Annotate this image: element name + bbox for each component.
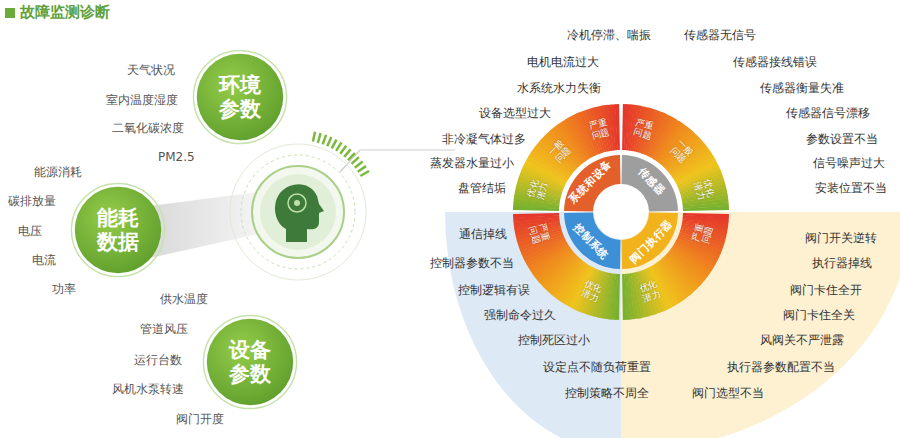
fault-item: 传感器无信号 bbox=[684, 27, 756, 44]
fault-item: 阀门选型不当 bbox=[692, 385, 764, 402]
tick-mark bbox=[313, 132, 315, 142]
tick-mark bbox=[352, 157, 359, 164]
tick-mark bbox=[348, 153, 355, 160]
parameter-item: 供水温度 bbox=[160, 291, 208, 308]
brain-icon bbox=[288, 194, 306, 212]
ring-hole bbox=[594, 185, 648, 239]
fault-item: 参数设置不当 bbox=[806, 131, 878, 148]
fault-item: 盘管结垢 bbox=[458, 180, 506, 197]
parameter-item: 电压 bbox=[18, 223, 42, 240]
parameter-item: 管道风压 bbox=[140, 321, 188, 338]
brain-icon bbox=[294, 200, 300, 206]
yellow-panel bbox=[621, 212, 900, 438]
parameter-item: 电流 bbox=[32, 252, 56, 269]
fault-item: 信号噪声过大 bbox=[813, 155, 885, 172]
ring-band bbox=[513, 206, 559, 211]
fault-item: 非冷凝气体过多 bbox=[442, 131, 526, 148]
fault-item: 水系统水力失衡 bbox=[517, 80, 601, 97]
fault-item: 阀门开关逆转 bbox=[805, 230, 877, 247]
parameter-item: 室内温度湿度 bbox=[106, 92, 178, 109]
tick-mark bbox=[340, 146, 346, 154]
ring-band bbox=[683, 213, 729, 218]
parameter-item: 碳排放量 bbox=[8, 193, 56, 210]
fault-item: 设备选型过大 bbox=[479, 105, 551, 122]
fault-item: 设定点不随负荷重置 bbox=[543, 359, 651, 376]
circle-fill bbox=[197, 54, 283, 140]
parameter-item: 风机水泵转速 bbox=[112, 381, 184, 398]
fault-item: 控制死区过小 bbox=[518, 332, 590, 349]
ring-band bbox=[622, 104, 627, 150]
fault-item: 传感器接线错误 bbox=[733, 54, 817, 71]
fault-item: 安装位置不当 bbox=[815, 180, 887, 197]
parameter-item: 能源消耗 bbox=[34, 164, 82, 181]
fault-item: 阀门卡住全开 bbox=[790, 282, 862, 299]
fault-item: 传感器衡量失准 bbox=[760, 80, 844, 97]
fault-item: 蒸发器水量过小 bbox=[430, 155, 514, 172]
fault-item: 电机电流过大 bbox=[527, 54, 599, 71]
head-ring bbox=[230, 144, 366, 280]
title-square bbox=[5, 8, 15, 18]
tick-mark bbox=[327, 137, 331, 146]
fault-item: 控制器参数不当 bbox=[430, 255, 514, 272]
tick-mark bbox=[355, 162, 363, 168]
diagram-title: 故障监测诊断 bbox=[20, 3, 110, 22]
ring-art bbox=[313, 104, 729, 320]
fault-item: 通信掉线 bbox=[459, 226, 507, 243]
circle-title: 环境参数 bbox=[218, 73, 262, 121]
tick-mark bbox=[336, 142, 341, 150]
tick-mark bbox=[358, 166, 366, 172]
tick-mark bbox=[360, 171, 369, 176]
parameter-circle: 设备参数 bbox=[202, 314, 298, 410]
head-icon bbox=[275, 184, 324, 242]
parameter-circle: 能耗数据 bbox=[70, 182, 166, 278]
circle-outline bbox=[193, 50, 286, 143]
parameter-item: 功率 bbox=[52, 281, 76, 298]
parameter-item: 阀门开度 bbox=[176, 411, 224, 428]
fault-item: 风阀关不严泄露 bbox=[760, 332, 844, 349]
head-disc bbox=[260, 174, 336, 250]
parameter-item: PM2.5 bbox=[158, 150, 195, 164]
fault-item: 强制命令过久 bbox=[484, 307, 556, 324]
tick-mark bbox=[318, 133, 321, 143]
parameter-item: 天气状况 bbox=[127, 62, 175, 79]
head-ring bbox=[241, 155, 355, 269]
circle-outline bbox=[71, 183, 164, 276]
fault-item: 控制策略不周全 bbox=[565, 385, 649, 402]
circle-fill bbox=[75, 187, 161, 273]
fault-item: 执行器掉线 bbox=[812, 255, 872, 272]
circle-title: 能耗数据 bbox=[96, 206, 140, 254]
tick-mark bbox=[323, 135, 326, 144]
tick-mark bbox=[344, 149, 350, 157]
circle-fill bbox=[207, 319, 293, 405]
parameter-item: 二氧化碳浓度 bbox=[112, 120, 184, 137]
circle-title: 设备参数 bbox=[228, 338, 272, 386]
fault-item: 传感器信号漂移 bbox=[786, 105, 870, 122]
blue-panel bbox=[445, 212, 621, 438]
fault-item: 控制逻辑有误 bbox=[458, 282, 530, 299]
fault-item: 冷机停滞、喘振 bbox=[567, 27, 651, 44]
circle-outline bbox=[203, 315, 296, 408]
fault-item: 阀门卡住全关 bbox=[783, 307, 855, 324]
tick-mark bbox=[332, 140, 337, 149]
head-ring bbox=[252, 166, 344, 258]
fault-item: 执行器参数配置不当 bbox=[727, 359, 835, 376]
ring-band bbox=[615, 274, 620, 320]
parameter-circle: 环境参数 bbox=[192, 49, 288, 145]
parameter-item: 运行台数 bbox=[134, 352, 182, 369]
